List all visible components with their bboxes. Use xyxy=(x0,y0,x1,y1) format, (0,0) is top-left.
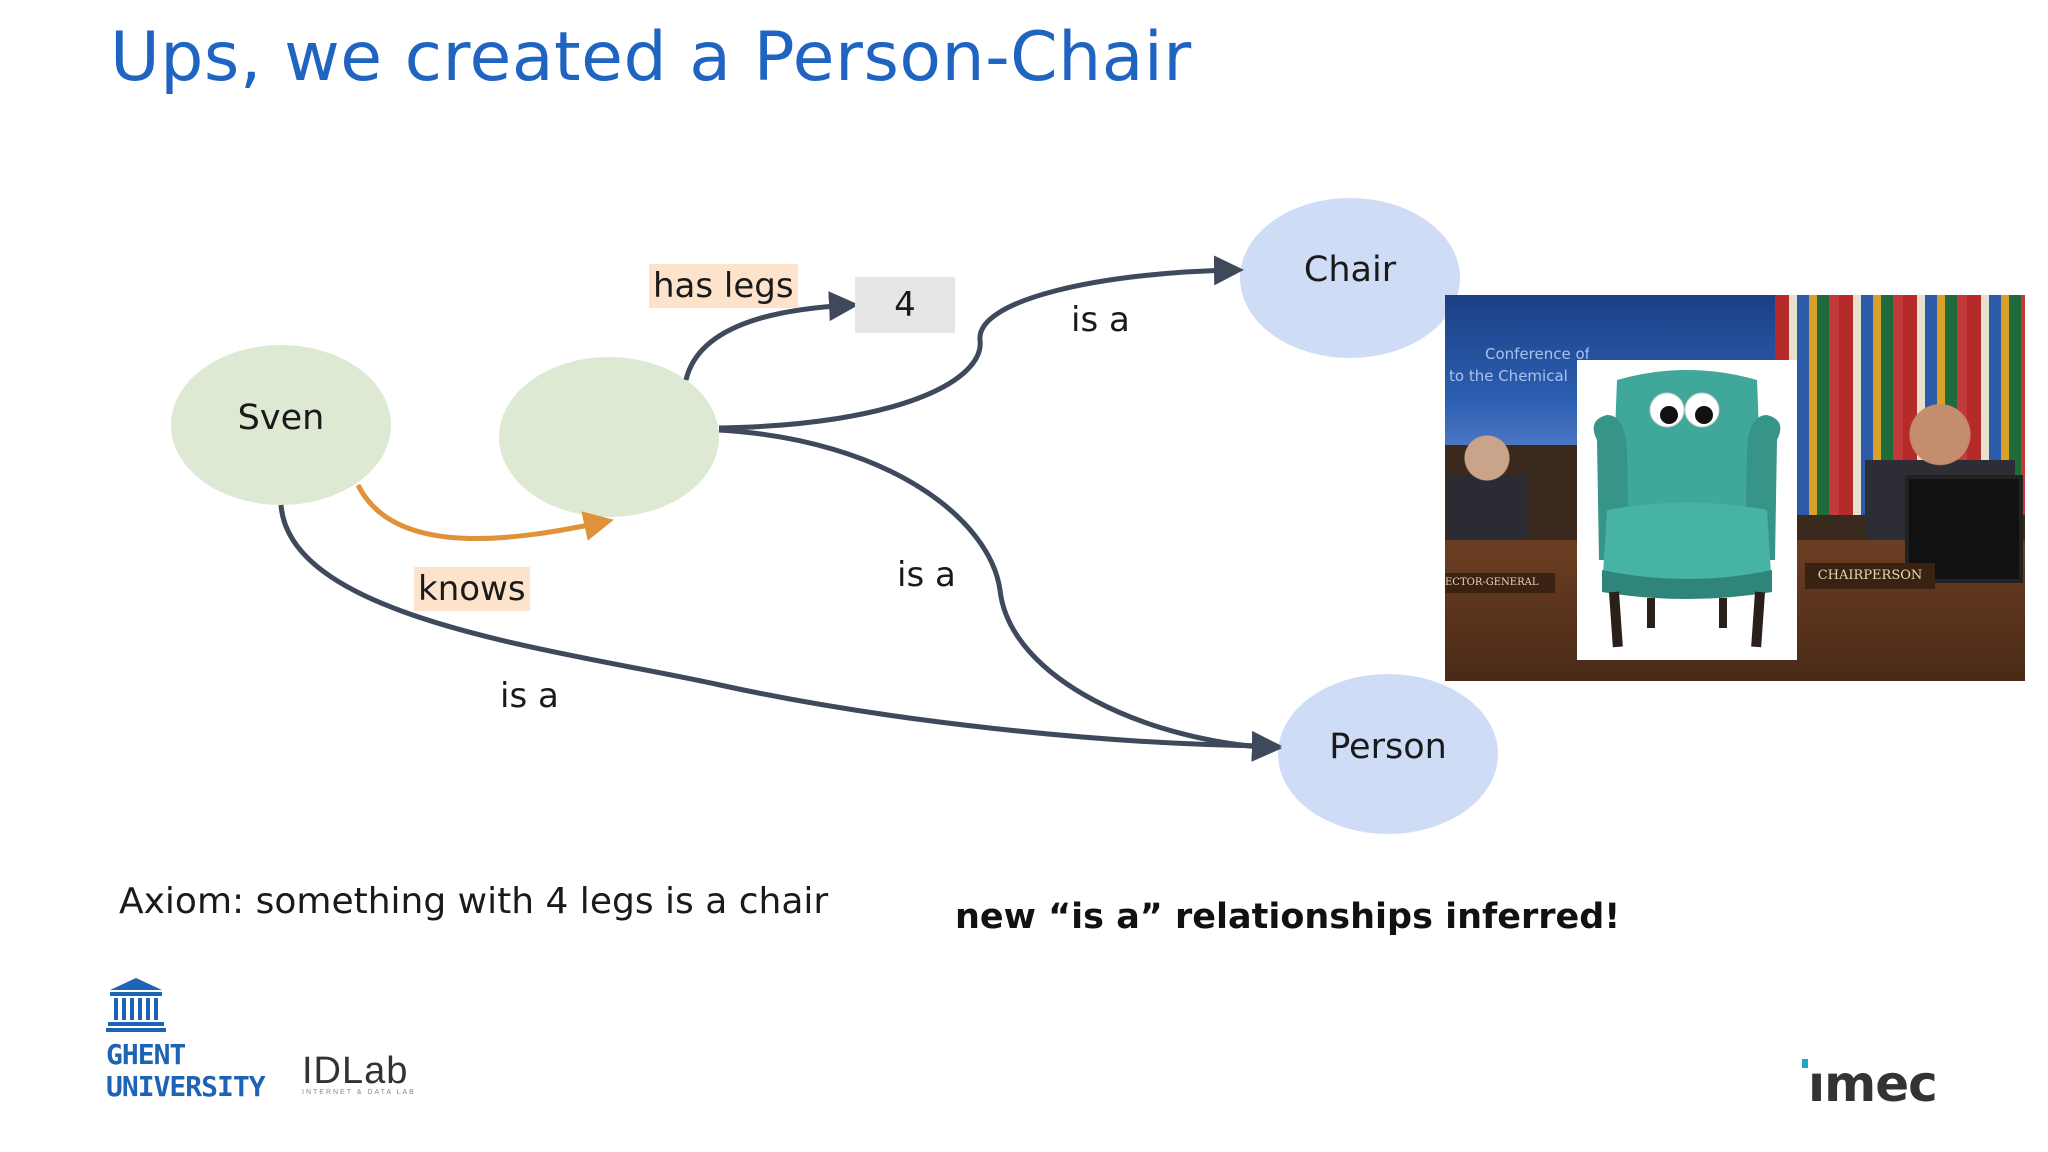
photo-stage-text: Conference of the States Parties to the … xyxy=(1445,343,1589,387)
edge-is-a-person-anon xyxy=(718,427,1282,762)
node-chair xyxy=(1240,198,1460,358)
edge-label-knows: knows xyxy=(414,567,530,611)
axiom-text: Axiom: something with 4 legs is a chair xyxy=(119,881,829,922)
node-person xyxy=(1278,674,1498,834)
chair-with-eyes-icon xyxy=(1577,360,1797,660)
imec-logo: ımec xyxy=(1802,1055,1938,1113)
photo-stage-text-1: Conference of the States Parties xyxy=(1485,345,1589,363)
edge-is-a-chair xyxy=(718,255,1244,431)
person-chair-photo: Conference of the States Parties to the … xyxy=(1445,295,2025,681)
university-building-icon xyxy=(106,978,166,1032)
edge-label-has-legs: has legs xyxy=(649,264,798,308)
node-anonymous xyxy=(499,357,719,517)
edge-label-is-a-person-anon: is a xyxy=(897,555,956,595)
idlab-logo: IDLab INTERNET & DATA LAB xyxy=(302,1050,416,1096)
idlab-logo-subtitle: INTERNET & DATA LAB xyxy=(302,1089,416,1096)
node-sven xyxy=(171,345,391,505)
ghent-logo-line2: UNIVERSITY xyxy=(106,1070,266,1103)
edge-is-a-person-sven xyxy=(278,504,1282,761)
node-label-person: Person xyxy=(1329,727,1447,767)
ghent-logo-line1: GHENT xyxy=(106,1038,186,1071)
edge-knows xyxy=(355,483,614,541)
edge-label-is-a-chair: is a xyxy=(1071,300,1130,340)
imec-logo-text: ımec xyxy=(1808,1055,1938,1113)
idlab-logo-text: IDLab xyxy=(302,1050,409,1092)
value-box-4: 4 xyxy=(855,277,955,333)
node-label-sven: Sven xyxy=(237,398,325,438)
slide-title: Ups, we created a Person-Chair xyxy=(110,18,1192,97)
edge-label-is-a-person-sven: is a xyxy=(500,676,559,716)
photo-placard-right: CHAIRPERSON xyxy=(1805,563,1935,589)
ghent-university-logo: GHENT UNIVERSITY xyxy=(106,974,266,1104)
photo-placard-left: ECTOR-GENERAL xyxy=(1445,573,1555,593)
imec-logo-dot xyxy=(1802,1059,1808,1068)
photo-stage-text-2: to the Chemical xyxy=(1449,367,1568,385)
node-label-chair: Chair xyxy=(1303,250,1397,290)
inferred-text: new “is a” relationships inferred! xyxy=(955,897,1621,937)
edge-has-legs xyxy=(683,291,859,381)
